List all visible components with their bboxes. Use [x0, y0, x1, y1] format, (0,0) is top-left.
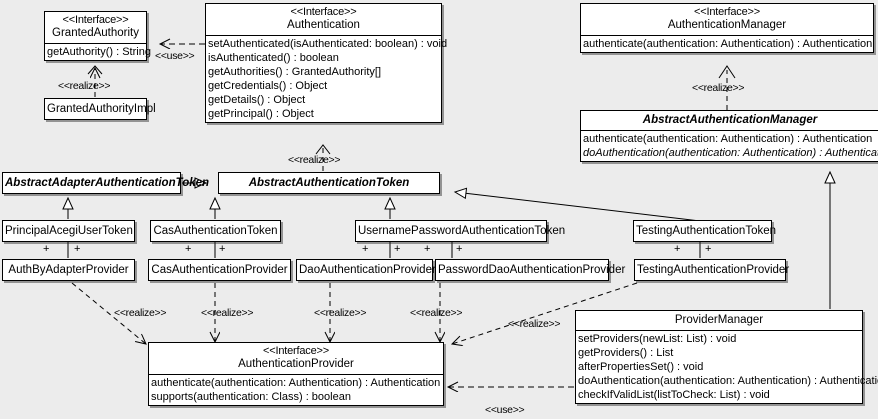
member-row: getProviders() : List [578, 347, 674, 359]
class-username-password-authentication-token[interactable]: UsernamePasswordAuthenticationToken [355, 220, 566, 242]
class-header: AbstractAuthenticationManager [581, 111, 878, 130]
association-plus: + [674, 243, 681, 255]
association-plus: + [219, 243, 226, 255]
association-plus: + [362, 243, 369, 255]
class-header: <<Interface>> GrantedAuthority [45, 12, 146, 43]
class-name: TestingAuthenticationProvider [637, 264, 790, 276]
member-row: supports(authentication: Class) : boolea… [151, 391, 351, 403]
class-authentication-provider[interactable]: <<Interface>> AuthenticationProvider aut… [148, 342, 444, 406]
association-plus: + [394, 243, 401, 255]
class-testing-authentication-provider[interactable]: TestingAuthenticationProvider [634, 259, 790, 281]
member-row: checkIfValidList(listToCheck: List) : vo… [578, 389, 770, 401]
member-row: authenticate(authentication: Authenticat… [151, 377, 441, 389]
class-members: setProviders(newList: List) : void getPr… [576, 330, 878, 403]
class-auth-by-adapter-provider[interactable]: AuthByAdapterProvider [2, 259, 135, 281]
member-row: authenticate(authentication: Authenticat… [583, 133, 873, 145]
class-principal-acegi-user-token[interactable]: PrincipalAcegiUserToken [2, 220, 135, 242]
class-name: AbstractAuthenticationToken [248, 177, 410, 189]
edge-label-realize-abstract-auth-token: <<realize>> [288, 154, 341, 166]
edge-label-realize-testing-provider: <<realize>> [508, 318, 561, 330]
class-authentication[interactable]: <<Interface>> Authentication setAuthenti… [205, 3, 448, 123]
class-name: AuthByAdapterProvider [8, 264, 129, 276]
class-granted-authority[interactable]: <<Interface>> GrantedAuthority getAuthor… [44, 11, 151, 61]
class-name: AbstractAdapterAuthenticationToken [5, 177, 210, 189]
class-header: <<Interface>> AuthenticationProvider [149, 343, 443, 374]
edge-label-realize-auth-by-adapter: <<realize>> [114, 307, 167, 319]
class-name: CasAuthenticationToken [153, 225, 278, 237]
class-name: UsernamePasswordAuthenticationToken [358, 225, 566, 237]
edge-label-realize-granted-authority-impl: <<realize>> [58, 80, 111, 92]
member-row: doAuthentication(authentication: Authent… [578, 375, 878, 387]
class-name: GrantedAuthorityImpl [47, 103, 156, 115]
class-members: getAuthority() : String [45, 43, 151, 60]
stereotype-label: <<Interface>> [694, 6, 760, 18]
class-cas-authentication-token[interactable]: CasAuthenticationToken [150, 220, 281, 242]
edge-label-use-granted-authority: <<use>> [155, 50, 195, 62]
edge-label-use-provider-manager: <<use>> [485, 404, 525, 416]
class-header: <<Interface>> Authentication [206, 4, 441, 35]
class-name: TestingAuthenticationToken [636, 225, 777, 237]
member-row: getDetails() : Object [208, 94, 306, 106]
class-members: authenticate(authentication: Authenticat… [149, 374, 443, 405]
class-testing-authentication-token[interactable]: TestingAuthenticationToken [633, 220, 777, 242]
class-name: DaoAuthenticationProvider [299, 264, 436, 276]
class-name: AuthenticationProvider [238, 358, 354, 370]
association-plus: + [424, 243, 431, 255]
class-abstract-authentication-token[interactable]: AbstractAuthenticationToken [218, 172, 440, 194]
class-header: ProviderManager [576, 311, 862, 330]
member-row: getPrincipal() : Object [208, 108, 314, 120]
class-members: authenticate(authentication: Authenticat… [581, 130, 878, 161]
stereotype-label: <<Interface>> [290, 6, 357, 18]
edge-label-realize-manager: <<realize>> [692, 82, 745, 94]
edge-label-realize-password-dao-provider: <<realize>> [410, 307, 463, 319]
association-plus: + [43, 243, 50, 255]
class-name: PrincipalAcegiUserToken [5, 225, 133, 237]
class-provider-manager[interactable]: ProviderManager setProviders(newList: Li… [575, 310, 878, 404]
class-name: GrantedAuthority [52, 27, 139, 39]
association-plus: + [185, 243, 192, 255]
member-row: afterPropertiesSet() : void [578, 361, 704, 373]
class-cas-authentication-provider[interactable]: CasAuthenticationProvider [148, 259, 291, 281]
class-members: setAuthenticated(isAuthenticated: boolea… [206, 35, 448, 122]
class-dao-authentication-provider[interactable]: DaoAuthenticationProvider [296, 259, 436, 281]
class-abstract-adapter-authentication-token[interactable]: AbstractAdapterAuthenticationToken [2, 172, 210, 194]
class-members: authenticate(authentication: Authenticat… [581, 35, 873, 52]
member-row: getCredentials() : Object [208, 80, 328, 92]
stereotype-label: <<Interface>> [62, 14, 129, 26]
association-plus: + [74, 243, 81, 255]
stereotype-label: <<Interface>> [263, 345, 329, 357]
class-abstract-authentication-manager[interactable]: AbstractAuthenticationManager authentica… [580, 110, 878, 162]
member-row: isAuthenticated() : boolean [208, 52, 339, 64]
class-header: <<Interface>> AuthenticationManager [581, 4, 873, 35]
member-row: setProviders(newList: List) : void [578, 333, 737, 345]
class-name: PasswordDaoAuthenticationProvider [438, 264, 626, 276]
class-password-dao-authentication-provider[interactable]: PasswordDaoAuthenticationProvider [435, 259, 626, 281]
class-name: CasAuthenticationProvider [151, 264, 288, 276]
edge-label-realize-cas-provider: <<realize>> [201, 307, 254, 319]
class-granted-authority-impl[interactable]: GrantedAuthorityImpl [44, 98, 156, 120]
member-row: getAuthorities() : GrantedAuthority[] [208, 66, 382, 78]
member-row: doAuthentication(authentication: Authent… [583, 147, 878, 159]
class-authentication-manager[interactable]: <<Interface>> AuthenticationManager auth… [580, 3, 874, 53]
edge-label-realize-dao-provider: <<realize>> [314, 307, 367, 319]
member-row: authenticate(authentication: Authenticat… [583, 38, 873, 50]
class-name: ProviderManager [674, 314, 764, 326]
member-row: getAuthority() : String [47, 46, 151, 58]
association-plus: + [456, 243, 463, 255]
class-name: Authentication [287, 19, 360, 31]
association-plus: + [705, 243, 712, 255]
member-row: setAuthenticated(isAuthenticated: boolea… [208, 38, 448, 50]
class-name: AuthenticationManager [667, 19, 787, 31]
class-name: AbstractAuthenticationManager [642, 114, 818, 126]
